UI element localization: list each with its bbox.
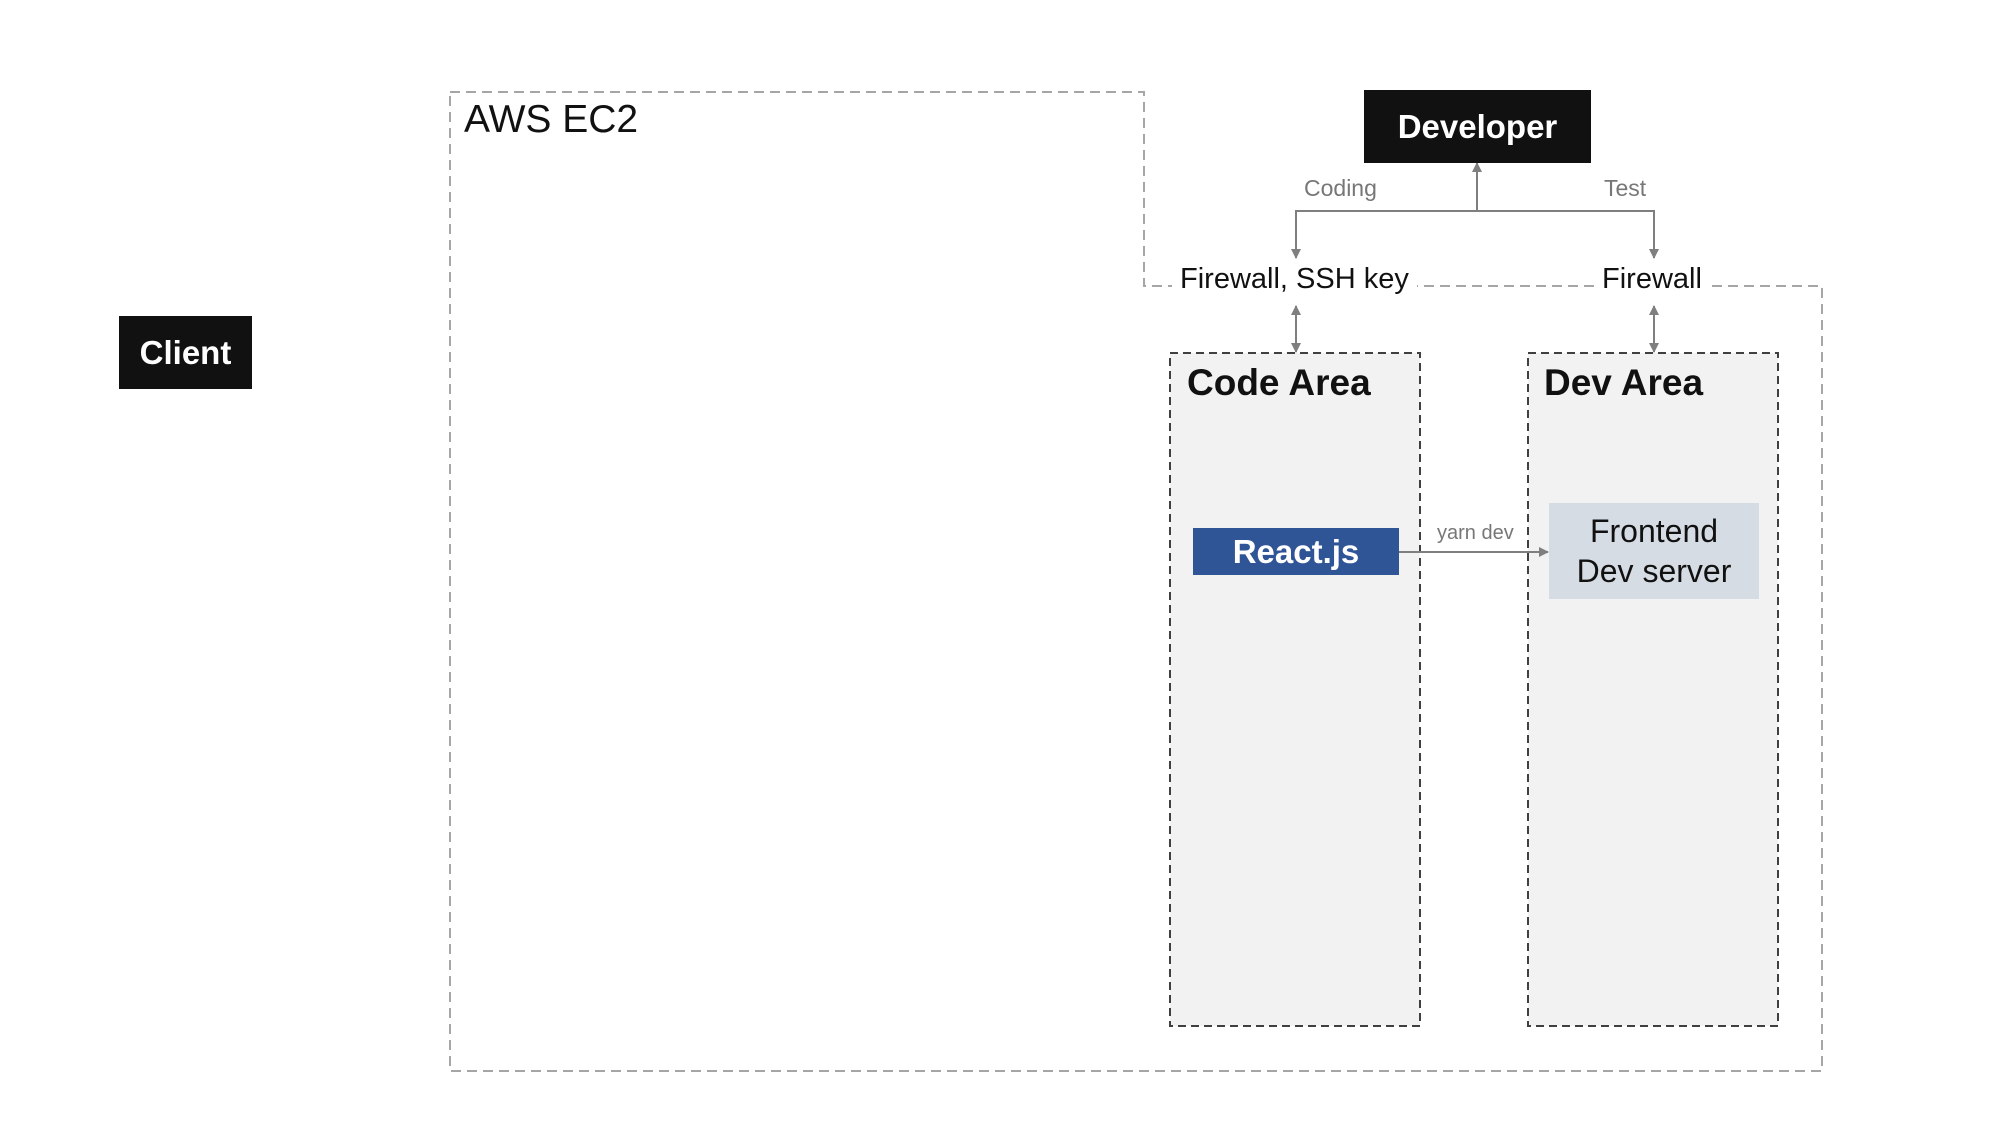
coding-connector [1291,210,1477,259]
code-area-title: Code Area [1187,362,1371,403]
code-area-panel [1169,352,1421,1027]
frontend-dev-server-node[interactable]: Frontend Dev server [1549,503,1759,599]
firewall-label: Firewall [1594,263,1710,296]
frontend-dev-server-line2: Dev server [1576,553,1732,589]
client-label: Client [139,333,232,371]
frontend-dev-server-line1: Frontend [1589,513,1719,549]
react-js-label: React.js [1232,532,1360,570]
client-node[interactable]: Client [119,316,252,389]
dev-area-panel [1527,352,1779,1027]
ec2-title: AWS EC2 [464,98,639,141]
developer-label: Developer [1397,107,1558,145]
dev-area-title: Dev Area [1544,362,1704,403]
ec2-boundary [449,91,1823,1072]
test-connector [1477,210,1659,259]
developer-node[interactable]: Developer [1364,90,1591,163]
yarn-dev-label: yarn dev [1437,522,1514,544]
firewall-ssh-key-label: Firewall, SSH key [1172,263,1417,296]
test-label: Test [1604,175,1647,201]
coding-label: Coding [1304,175,1377,201]
react-js-node[interactable]: React.js [1193,528,1399,575]
